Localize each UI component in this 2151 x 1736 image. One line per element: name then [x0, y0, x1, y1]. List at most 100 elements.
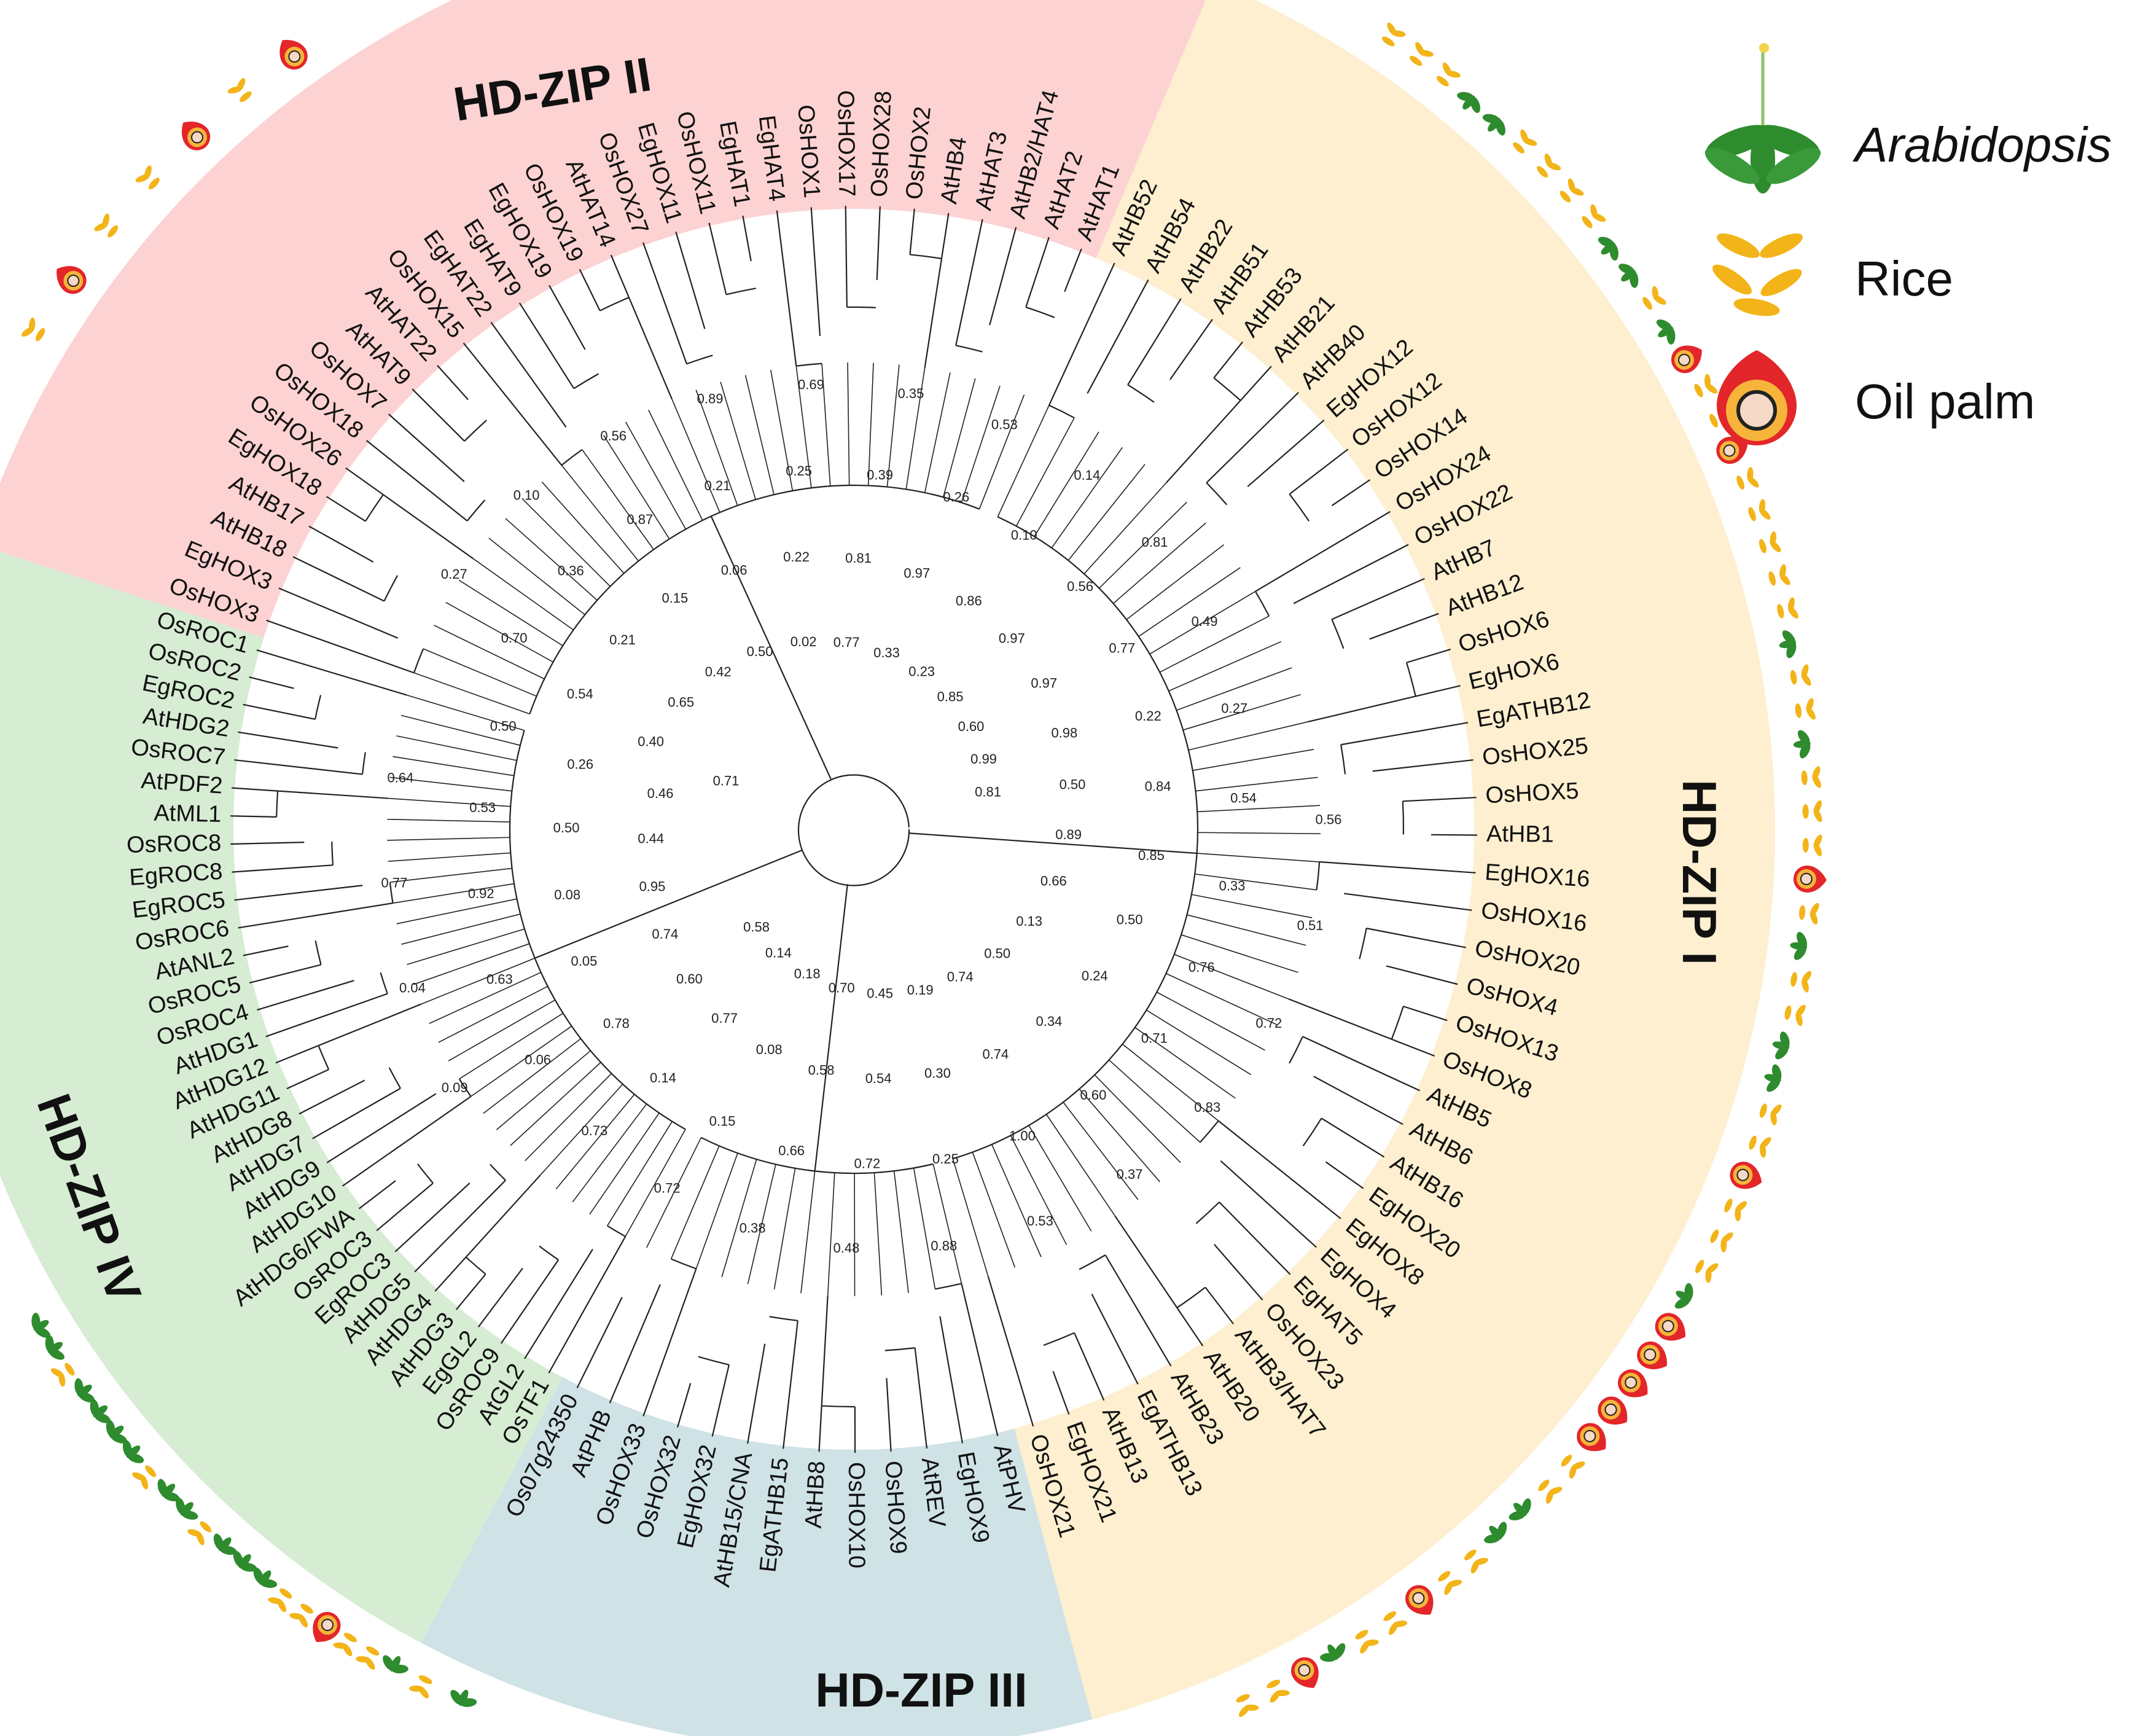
- branch: [1321, 1117, 1385, 1158]
- branch: [924, 213, 950, 369]
- branch-arc: [314, 695, 322, 720]
- branch: [972, 1152, 1016, 1268]
- branch: [438, 985, 548, 1043]
- branch: [886, 1378, 892, 1452]
- clade-stem: [710, 515, 832, 780]
- branch: [1406, 648, 1451, 663]
- bootstrap-value: 0.50: [984, 946, 1010, 961]
- branch: [401, 913, 521, 945]
- branch: [490, 321, 567, 428]
- branch: [234, 759, 363, 775]
- bootstrap-value: 0.66: [1040, 874, 1067, 889]
- branch-arc: [361, 752, 366, 775]
- label-hd-zip-iii: HD-ZIP III: [815, 1663, 1027, 1717]
- branch: [523, 499, 611, 587]
- bootstrap-value: 0.19: [907, 982, 934, 998]
- rice-icon: [268, 1588, 292, 1613]
- branch: [770, 369, 794, 491]
- bootstrap-value: 0.42: [705, 664, 732, 679]
- bootstrap-value: 0.74: [947, 969, 974, 984]
- rice-icon: [356, 1646, 380, 1670]
- branch: [1048, 262, 1115, 406]
- rice-icon: [1759, 531, 1781, 553]
- bootstrap-value: 0.51: [1297, 918, 1324, 933]
- bootstrap-value: 0.10: [1011, 527, 1037, 542]
- bootstrap-value: 0.95: [639, 878, 666, 894]
- branch: [952, 1159, 989, 1277]
- branch-arc: [671, 1258, 697, 1270]
- species-icons-ring: [21, 22, 1827, 1717]
- branch: [412, 388, 465, 442]
- branch-arc: [365, 494, 384, 522]
- branch-arc: [1127, 384, 1155, 403]
- bootstrap-value: 0.89: [1055, 827, 1082, 842]
- branch: [589, 1112, 660, 1215]
- rice-icon: [289, 1603, 313, 1628]
- branch: [483, 1038, 582, 1114]
- branch: [942, 378, 976, 498]
- branch: [500, 1259, 560, 1344]
- branch-arc: [380, 972, 388, 995]
- bootstrap-value: 0.23: [908, 663, 935, 679]
- branch-arc: [1200, 1120, 1219, 1143]
- branch: [1191, 894, 1313, 918]
- branch: [459, 1012, 564, 1080]
- branch: [1068, 464, 1146, 561]
- branch: [1168, 641, 1282, 692]
- branch: [257, 980, 354, 1011]
- bootstrap-value: 0.50: [1060, 776, 1086, 792]
- branch: [695, 389, 738, 506]
- rice-icon: [1560, 178, 1584, 203]
- branch: [406, 694, 525, 731]
- branch: [1156, 991, 1265, 1051]
- bootstrap-value: 0.99: [970, 751, 997, 767]
- oil-palm-icon: [279, 39, 308, 70]
- arabidopsis-icon: [1320, 1643, 1346, 1662]
- clade-band-hdzip4: [0, 552, 563, 1643]
- branch: [747, 1164, 776, 1284]
- legend-label-rice: Rice: [1855, 251, 1954, 306]
- rice-icon: [1710, 1229, 1733, 1253]
- branch: [1083, 482, 1167, 574]
- branch-arc: [539, 1245, 559, 1261]
- branch: [1197, 853, 1320, 862]
- branch: [266, 619, 415, 674]
- branch: [232, 864, 334, 873]
- leaf-label: OsHOX17: [832, 90, 859, 197]
- bootstrap-value: 0.65: [668, 694, 694, 710]
- branch-arc: [1391, 1006, 1404, 1040]
- rice-icon: [1712, 233, 1803, 316]
- branch: [721, 1159, 757, 1278]
- rice-icon: [1790, 971, 1811, 993]
- bootstrap-value: 0.40: [638, 734, 664, 749]
- bootstrap-value: 0.73: [581, 1123, 607, 1138]
- branch: [525, 1073, 612, 1162]
- branch: [913, 1168, 936, 1289]
- branch: [234, 885, 363, 901]
- branch: [555, 1093, 635, 1189]
- branch: [1181, 934, 1298, 973]
- branch-arc: [1316, 861, 1321, 890]
- branch-arc: [607, 1225, 626, 1237]
- rice-icon: [1582, 204, 1606, 229]
- arabidopsis-icon: [157, 1479, 180, 1501]
- branch-arc: [1176, 1286, 1206, 1308]
- leaf-label: AtHB1: [1486, 821, 1554, 848]
- bootstrap-value: 0.44: [638, 831, 664, 846]
- bootstrap-value: 0.24: [1082, 968, 1108, 983]
- bootstrap-value: 0.56: [1316, 811, 1342, 827]
- arabidopsis-icon: [1457, 92, 1480, 113]
- bootstrap-value: 0.97: [904, 566, 930, 581]
- bootstrap-value: 0.78: [603, 1015, 630, 1031]
- branch: [413, 943, 530, 985]
- branch: [249, 964, 321, 984]
- branch: [429, 972, 542, 1024]
- leaf-label: OsHOX28: [866, 90, 896, 198]
- rice-icon: [1695, 1259, 1719, 1283]
- branch: [1197, 805, 1321, 813]
- branch: [776, 210, 797, 366]
- rice-icon: [227, 78, 252, 103]
- rice-icon: [1802, 800, 1822, 823]
- branch: [961, 385, 1001, 503]
